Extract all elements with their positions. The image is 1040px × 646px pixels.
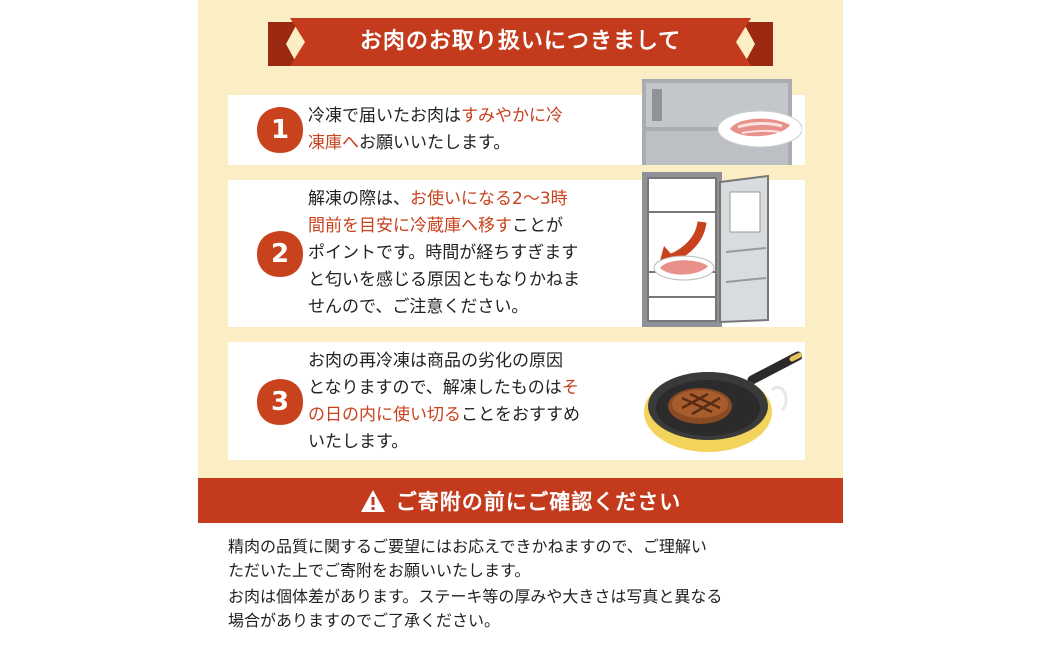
text-line: ポイントです。時間が経ちすぎます <box>308 240 580 267</box>
warning-triangle-icon <box>360 489 385 512</box>
text-line: せんので、ご注意ください。 <box>308 294 580 321</box>
highlight-segment: の日の内に使い切る <box>308 405 461 425</box>
header-title: お肉のお取り扱いにつきまして <box>359 29 682 54</box>
step-card-2: 2 解凍の際は、お使いになる2～3時 間前を目安に冷蔵庫へ移すことが ポイントで… <box>228 172 805 327</box>
info-panel: お肉のお取り扱いにつきまして 1 冷凍で届いたお肉はすみやかに冷 凍庫へお願いい… <box>198 0 843 646</box>
step-text: 冷凍で届いたお肉はすみやかに冷 凍庫へお願いいたします。 <box>308 103 563 157</box>
text-line: 冷凍で届いたお肉はすみやかに冷 <box>308 103 563 130</box>
notes-section: 精肉の品質に関するご要望にはお応えできかねますので、ご理解い ただいた上でご寄附… <box>198 523 843 646</box>
text-segment: と匂いを感じる原因ともなりかねま <box>308 270 580 290</box>
highlight-segment: そ <box>561 378 579 398</box>
note-paragraph: お肉は個体差があります。ステーキ等の厚みや大きさは写真と異なる 場合がありますの… <box>228 585 818 633</box>
text-segment: 冷凍で届いたお肉は <box>308 106 461 126</box>
frying-pan-steak-icon <box>644 351 802 452</box>
highlight-segment: 凍庫へ <box>308 133 359 153</box>
step-text: 解凍の際は、お使いになる2～3時 間前を目安に冷蔵庫へ移すことが ポイントです。… <box>308 186 580 321</box>
text-segment: せんので、ご注意ください。 <box>308 297 529 317</box>
text-segment: ことをおすすめ <box>461 405 580 425</box>
step-number-badge: 1 <box>254 104 306 156</box>
text-segment: ポイントです。時間が経ちすぎます <box>308 243 579 263</box>
text-line: いたします。 <box>308 429 580 456</box>
step-number: 3 <box>270 387 290 417</box>
step-number-badge: 2 <box>254 228 306 280</box>
text-line: となりますので、解凍したものはそ <box>308 375 580 402</box>
header-ribbon: お肉のお取り扱いにつきまして <box>268 14 773 70</box>
highlight-segment: お使いになる2～3時 <box>410 189 568 209</box>
text-segment: お願いいたします。 <box>359 133 511 153</box>
text-segment: ことが <box>512 216 563 236</box>
warning-title: ご寄附の前にご確認ください <box>395 489 682 514</box>
text-segment: いたします。 <box>308 432 409 452</box>
text-segment: となりますので、解凍したものは <box>308 378 562 398</box>
refrigerator-thawing-icon <box>642 172 769 327</box>
step-text: お肉の再冷凍は商品の劣化の原因 となりますので、解凍したものはそ の日の内に使い… <box>308 348 580 456</box>
text-line: お肉の再冷凍は商品の劣化の原因 <box>308 348 580 375</box>
step-number: 1 <box>270 115 290 145</box>
text-segment: 解凍の際は、 <box>308 189 410 209</box>
step-number: 2 <box>270 239 290 269</box>
highlight-segment: すみやかに冷 <box>461 106 563 126</box>
note-line: 精肉の品質に関するご要望にはお応えできかねますので、ご理解い <box>228 537 707 556</box>
note-line: ただいた上でご寄附をお願いいたします。 <box>228 561 531 580</box>
step-number-badge: 3 <box>254 376 306 428</box>
text-line: と匂いを感じる原因ともなりかねま <box>308 267 580 294</box>
text-segment: お肉の再冷凍は商品の劣化の原因 <box>308 351 563 371</box>
highlight-segment: 間前を目安に冷蔵庫へ移す <box>308 216 512 236</box>
text-line: 間前を目安に冷蔵庫へ移すことが <box>308 213 580 240</box>
step-card-3: 3 お肉の再冷凍は商品の劣化の原因 となりますので、解凍したものはそ の日の内に… <box>228 342 805 460</box>
text-line: の日の内に使い切ることをおすすめ <box>308 402 580 429</box>
freezer-with-meat-icon <box>642 79 802 165</box>
ribbon-shape <box>268 18 773 66</box>
step-card-1: 1 冷凍で届いたお肉はすみやかに冷 凍庫へお願いいたします。 <box>228 79 805 165</box>
note-line: 場合がありますのでご了承ください。 <box>228 611 501 630</box>
text-line: 凍庫へお願いいたします。 <box>308 130 563 157</box>
warning-banner: ご寄附の前にご確認ください <box>198 478 843 523</box>
text-line: 解凍の際は、お使いになる2～3時 <box>308 186 580 213</box>
note-line: お肉は個体差があります。ステーキ等の厚みや大きさは写真と異なる <box>228 587 723 606</box>
note-paragraph: 精肉の品質に関するご要望にはお応えできかねますので、ご理解い ただいた上でご寄附… <box>228 535 818 583</box>
